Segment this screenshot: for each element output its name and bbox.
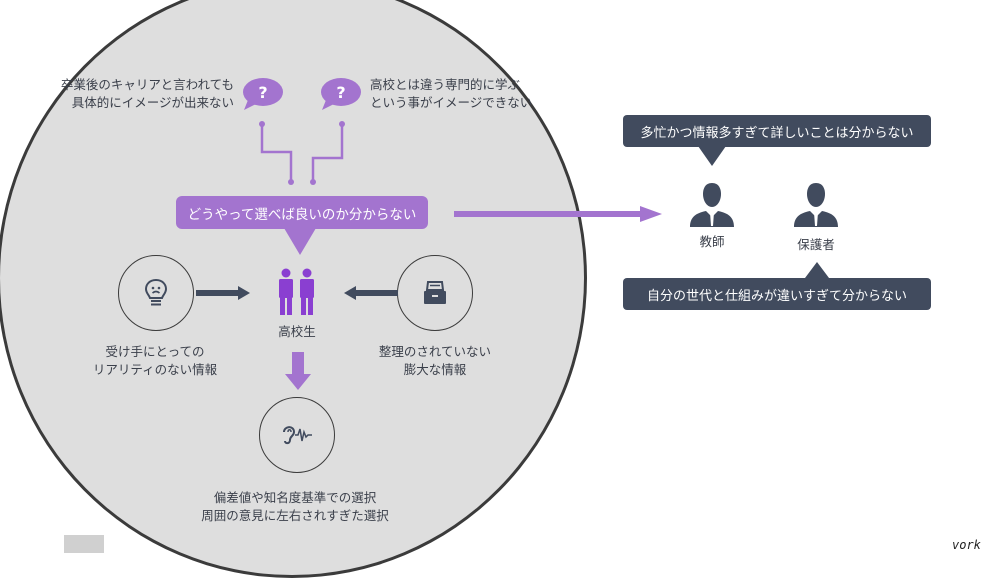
main-problem-text: どうやって選べば良いのか分からない: [187, 206, 417, 223]
arrow-to-advisors: [454, 206, 662, 222]
right-factor-line-2: 膨大な情報: [403, 362, 467, 377]
brand-signature: vork: [952, 538, 981, 552]
left-factor-circle: [118, 255, 194, 331]
main-problem-box: どうやって選べば良いのか分からない: [176, 196, 428, 229]
left-factor-line-2: リアリティのない情報: [92, 362, 218, 377]
problem-scope-circle: [0, 0, 587, 578]
left-factor-text: 受け手にとっての リアリティのない情報: [60, 343, 250, 379]
teacher-label: 教師: [699, 234, 725, 249]
teacher-comment-text: 多忙かつ情報多すぎて詳しいことは分からない: [640, 125, 914, 141]
concern-right-text: 高校とは違う専門的に学ぶ という事がイメージできない: [370, 76, 532, 112]
connector-lines: [260, 124, 344, 182]
right-factor-circle: [397, 255, 473, 331]
arrow-right-factor-to-student: [344, 286, 398, 300]
concern-left-line-2: 具体的にイメージが出来ない: [71, 95, 234, 110]
result-text: 偏差値や知名度基準での選択 周囲の意見に左右されすぎた選択: [170, 489, 420, 525]
concern-right-line-2: という事がイメージできない: [370, 95, 533, 110]
result-line-1: 偏差値や知名度基準での選択: [213, 490, 377, 505]
student-label: 高校生: [278, 324, 316, 339]
question-bubble-left-icon: ?: [243, 78, 283, 110]
concern-left-text: 卒業後のキャリアと言われても 具体的にイメージが出来ない: [40, 76, 234, 112]
right-factor-text: 整理のされていない 膨大な情報: [345, 343, 525, 379]
teacher-icon: [690, 183, 734, 227]
teacher-comment-pointer: [698, 146, 726, 166]
file-drawer-icon: [424, 281, 446, 304]
ear-hearing-icon: [283, 426, 312, 445]
question-connectors: ? ?: [243, 78, 361, 185]
placeholder-rectangle: [64, 535, 104, 553]
result-circle: [259, 397, 335, 473]
right-factor-line-1: 整理のされていない: [378, 344, 492, 359]
result-line-2: 周囲の意見に左右されすぎた選択: [201, 508, 389, 523]
question-bubble-right-icon: ?: [321, 78, 361, 110]
concern-left-line-1: 卒業後のキャリアと言われても: [60, 77, 234, 92]
sad-lightbulb-icon: [144, 278, 168, 306]
parent-label: 保護者: [797, 237, 835, 252]
arrow-left-factor-to-student: [196, 286, 250, 300]
svg-text:?: ?: [336, 83, 345, 102]
parent-comment-box: 自分の世代と仕組みが違いすぎて分からない: [623, 278, 931, 310]
svg-text:?: ?: [258, 83, 267, 102]
student-icon: [279, 268, 314, 315]
parent-icon: [794, 183, 838, 227]
teacher-comment-box: 多忙かつ情報多すぎて詳しいことは分からない: [623, 115, 931, 147]
main-problem-pointer: [284, 228, 316, 255]
arrow-student-to-result: [285, 352, 311, 390]
left-factor-line-1: 受け手にとっての: [105, 344, 205, 359]
concern-right-line-1: 高校とは違う専門的に学ぶ: [370, 77, 521, 92]
parent-comment-text: 自分の世代と仕組みが違いすぎて分からない: [646, 288, 907, 304]
parent-comment-pointer: [802, 262, 832, 282]
